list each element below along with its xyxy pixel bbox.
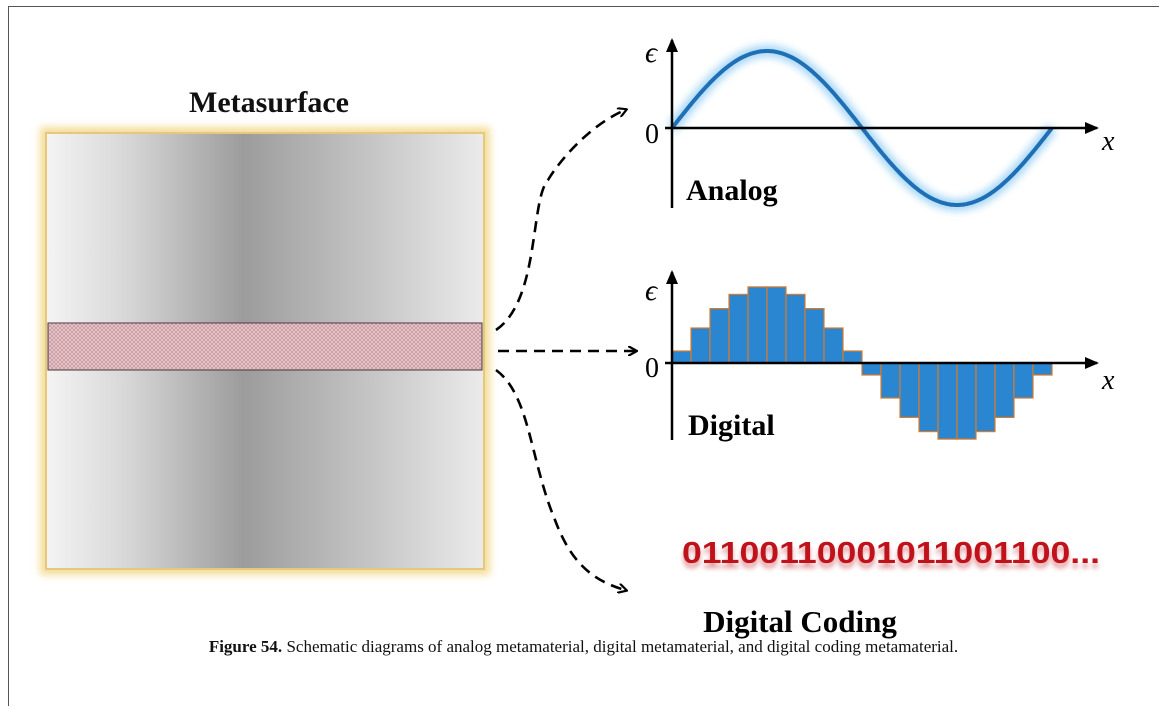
digital-bar (937, 362, 958, 440)
dashed-arrows (495, 110, 635, 590)
figure-caption: Figure 54. Schematic diagrams of analog … (0, 637, 1167, 657)
coding-bits-shadow: 01100110001011001100... (682, 540, 1100, 575)
metasurface-title: Metasurface (189, 86, 349, 119)
digital-bar (899, 362, 920, 419)
digital-label: Digital (688, 409, 775, 442)
coding-bits: 01100110001011001100... (682, 535, 1100, 570)
digital-coding: 01100110001011001100... 0110011000101100… (682, 535, 1100, 639)
metasurface-panel: Metasurface (40, 86, 490, 575)
digital-bar (747, 286, 768, 364)
digital-x-symbol: x (1101, 365, 1115, 396)
coding-label: Digital Coding (703, 604, 897, 639)
digital-bar (728, 293, 749, 364)
digital-bar (671, 350, 692, 364)
digital-bar (842, 350, 863, 364)
digital-bar (690, 327, 711, 364)
caption-text: Schematic diagrams of analog metamateria… (282, 637, 959, 656)
metasurface-strip (47, 322, 483, 371)
analog-y-symbol: ϵ (645, 36, 659, 69)
digital-bar (766, 286, 787, 364)
analog-label: Analog (686, 174, 778, 207)
digital-bar (880, 362, 901, 399)
digital-bar (918, 362, 939, 433)
digital-bar (709, 308, 730, 364)
arrow-to-analog (495, 110, 625, 332)
digital-plot: ϵ 0 x Digital (645, 270, 1115, 442)
digital-bar (804, 308, 825, 364)
digital-bar (785, 293, 806, 364)
analog-x-symbol: x (1101, 126, 1115, 157)
digital-origin-label: 0 (645, 353, 659, 384)
digital-bar (994, 362, 1015, 419)
digital-bar (1032, 362, 1053, 376)
digital-bar (975, 362, 996, 433)
digital-bar (823, 327, 844, 364)
analog-origin-label: 0 (645, 119, 659, 150)
caption-label: Figure 54. (208, 637, 283, 656)
digital-y-symbol: ϵ (645, 274, 659, 307)
arrow-to-coding (495, 368, 625, 590)
digital-bar (956, 362, 977, 440)
figure-frame (8, 6, 1159, 706)
analog-plot: ϵ 0 x Analog (645, 36, 1115, 211)
digital-bar (1013, 362, 1034, 399)
digital-bar (861, 362, 882, 376)
